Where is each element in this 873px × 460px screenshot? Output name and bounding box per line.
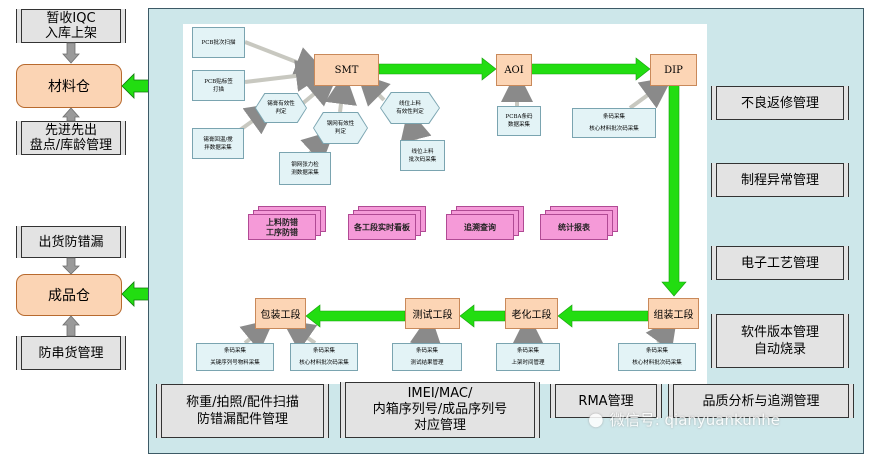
stencil-validity-hex: 钢网有效性 判定 (314, 113, 367, 143)
feeder-validity-hex: 线位上料 有效性判定 (381, 93, 439, 123)
process-exception-box: 制程异常管理 (711, 163, 849, 197)
feeding-error-proof-label: 上料防错 工序防错 (266, 217, 298, 237)
packing-b-link (281, 319, 318, 352)
feeder-batch-box: 线位上料 批次码采集 (400, 140, 445, 171)
finished-goods-warehouse-node[interactable]: 成品仓 (16, 274, 122, 316)
iqc-to-material-arrow (62, 42, 80, 64)
aging-shelf-box: 条码采集 上架时间管理 (496, 343, 560, 371)
shipping-to-finished-arrow (62, 257, 80, 275)
smt-to-aoi-arrow (378, 57, 497, 81)
imei-mapping-box: IMEI/MAC/ 内箱序列号/成品序列号 对应管理 (340, 382, 540, 438)
feeding-error-proof-doc[interactable]: 上料防错 工序防错 (248, 206, 326, 240)
aoi-node[interactable]: AOI (496, 54, 532, 86)
aging-to-testing-arrow (459, 304, 506, 328)
statistics-report-label: 统计报表 (558, 222, 590, 232)
testing-node[interactable]: 测试工段 (405, 298, 460, 329)
packing-batch-box: 条码采集 核心材料批次码采集 (290, 343, 358, 371)
pcb-batch-scan-box: PCB批次扫描 (192, 27, 245, 58)
feeder-batch-link (400, 108, 432, 144)
statistics-report-doc[interactable]: 统计报表 (540, 206, 618, 240)
feeder-validity-link (356, 72, 391, 107)
iqc-receiving-box: 暂收IQC 入库上架 (16, 9, 126, 43)
anticross-to-finished-arrow (62, 315, 80, 337)
assembly-to-aging-arrow (557, 304, 649, 328)
anti-cross-shipment-box: 防串货管理 (16, 336, 126, 370)
dip-node[interactable]: DIP (650, 54, 697, 86)
assembly-node[interactable]: 组装工段 (648, 298, 699, 329)
shipping-error-proof-box: 出货防错漏 (16, 226, 126, 258)
trace-query-doc[interactable]: 追溯查询 (446, 206, 524, 240)
dip-to-assembly-arrow (661, 83, 687, 297)
smt-node[interactable]: SMT (314, 54, 379, 86)
repair-management-box: 不良返修管理 (711, 86, 849, 120)
realtime-kanban-doc[interactable]: 各工段实时看板 (348, 206, 426, 240)
testing-to-packing-arrow (305, 304, 406, 328)
stencil-validity-link (325, 72, 357, 113)
trace-query-label: 追溯查询 (464, 222, 496, 232)
solder-validity-hex: 锡膏有效性 判定 (256, 94, 306, 122)
dip-input-link (628, 76, 673, 110)
software-version-box: 软件版本管理 自动烧录 (711, 314, 849, 368)
dip-barcode-box: 条码采集 核心材料批次码采集 (572, 108, 656, 138)
pcb-label-print-box: PCB贴标签 打描 (192, 70, 245, 101)
stencil-tension-link (300, 130, 335, 164)
material-warehouse-node[interactable]: 材料仓 (16, 64, 122, 108)
aging-node[interactable]: 老化工段 (505, 298, 558, 329)
pcb-batch-scan-link (244, 40, 327, 78)
pcb-label-print-link (244, 60, 328, 92)
packing-node[interactable]: 包装工段 (255, 298, 306, 329)
packing-a-link (239, 318, 275, 352)
weigh-photo-scan-box: 称重/拍照/配件扫描 防错漏配件管理 (156, 384, 329, 438)
fifo-to-material-arrow (62, 107, 80, 122)
quality-analysis-box: 品质分析与追溯管理 (668, 384, 854, 418)
realtime-kanban-label: 各工段实时看板 (354, 222, 410, 232)
wechat-watermark: ● 微信号: qianyuankunhe (588, 406, 858, 432)
packing-serial-box: 条码采集 关键序列号物料采集 (196, 343, 274, 371)
solder-validity-link (300, 73, 339, 107)
testing-result-box: 条码采集 测试结果管理 (392, 343, 462, 371)
testing-input-link (409, 313, 442, 348)
assembly-input-link (645, 315, 678, 352)
aoi-to-dip-arrow (530, 57, 651, 81)
e-process-box: 电子工艺管理 (711, 246, 849, 280)
fifo-inventory-box: 先进先出 盘点/库龄管理 (16, 121, 126, 155)
rma-management-box: RMA管理 (550, 384, 662, 418)
pcba-barcode-box: PCBA条码 数据采集 (497, 106, 541, 136)
watermark-text: 微信号: qianyuankunhe (609, 410, 780, 429)
stencil-tension-box: 钢网张力检 测数据采集 (279, 152, 331, 185)
solder-temp-record-box: 锡膏回温/搅 拌数据采集 (192, 128, 244, 159)
assembly-batch-box: 条码采集 核心材料批次码采集 (618, 343, 696, 371)
wechat-icon: ● (588, 408, 604, 430)
